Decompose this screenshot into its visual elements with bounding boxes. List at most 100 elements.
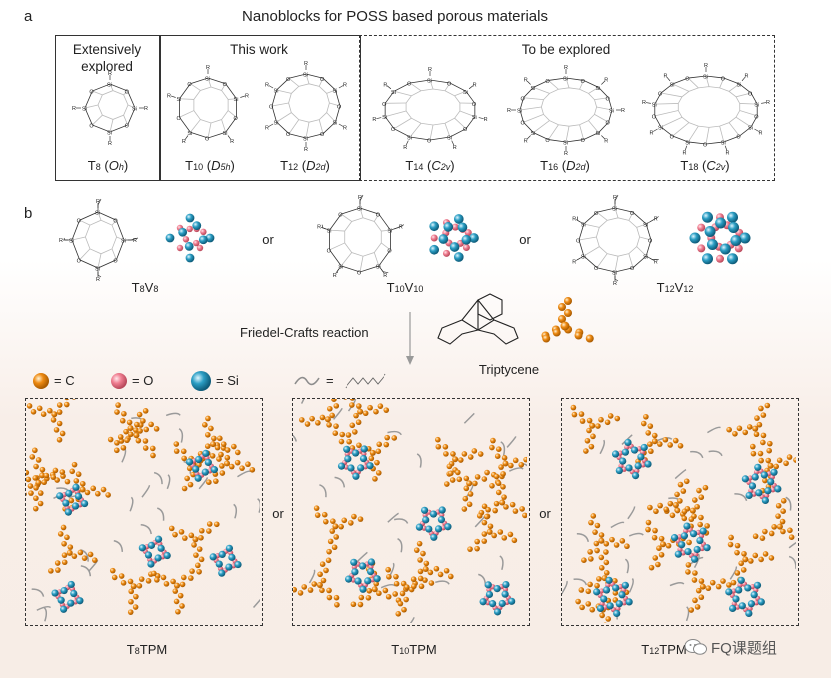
header-this-work: This work	[230, 42, 288, 57]
svg-text:Si: Si	[643, 223, 648, 229]
reaction-arrow	[406, 312, 414, 365]
or-word-3: or	[272, 506, 284, 521]
svg-text:Si: Si	[652, 103, 657, 109]
svg-text:Si: Si	[447, 136, 452, 142]
legend-silicon-label: = Si	[216, 373, 239, 388]
svg-text:O: O	[685, 77, 690, 83]
svg-text:O: O	[576, 239, 581, 245]
svg-text:O: O	[338, 213, 343, 219]
legend-chain-structure	[345, 373, 386, 389]
svg-text:Si: Si	[187, 131, 192, 137]
svg-text:O: O	[327, 248, 332, 254]
svg-text:Si: Si	[205, 77, 210, 83]
product-label-t10tpm: T10TPM	[391, 642, 437, 657]
cage-label-t16: T16 (D2d)	[540, 158, 590, 173]
svg-text:O: O	[545, 138, 550, 144]
triptycene-label: Triptycene	[478, 362, 540, 377]
svg-text:Si: Si	[609, 109, 614, 115]
svg-text:O: O	[521, 121, 526, 127]
svg-text:Si: Si	[332, 121, 337, 127]
svg-text:O: O	[630, 211, 635, 217]
or-word-4: or	[539, 506, 551, 521]
svg-text:O: O	[89, 123, 94, 129]
svg-text:Si: Si	[327, 229, 332, 235]
svg-text:R: R	[245, 93, 249, 99]
svg-text:Si: Si	[391, 90, 396, 96]
header-extensively-explored: Extensively explored	[72, 42, 142, 74]
svg-text:Si: Si	[685, 140, 690, 146]
svg-text:R: R	[96, 277, 100, 283]
svg-text:R: R	[230, 139, 234, 145]
svg-text:Si: Si	[517, 109, 522, 115]
svg-text:O: O	[205, 137, 210, 143]
svg-text:Si: Si	[357, 207, 362, 213]
svg-text:R: R	[682, 150, 686, 156]
box-extensively-explored	[55, 35, 161, 181]
svg-text:R: R	[564, 151, 568, 157]
svg-text:Si: Si	[581, 255, 586, 261]
watermark-text: FQ课题组	[711, 640, 777, 657]
svg-text:Si: Si	[754, 103, 759, 109]
svg-text:R: R	[473, 82, 477, 88]
svg-text:O: O	[357, 271, 362, 277]
svg-text:R: R	[343, 126, 347, 132]
svg-text:R: R	[484, 117, 488, 123]
wechat-icon	[684, 639, 707, 655]
svg-text:Si: Si	[303, 73, 308, 79]
cage-label-t12: T12 (D2d)	[280, 158, 330, 173]
legend-oxygen-ball	[111, 373, 127, 389]
svg-text:O: O	[382, 102, 387, 108]
legend-silicon-ball	[191, 371, 211, 391]
svg-text:Si: Si	[176, 97, 181, 103]
svg-text:O: O	[754, 114, 759, 120]
svg-text:Si: Si	[463, 90, 468, 96]
cage-label-t8: T8 (Oh)	[87, 158, 129, 173]
svg-text:Si: Si	[132, 107, 137, 113]
svg-text:Si: Si	[596, 131, 601, 137]
svg-text:Si: Si	[332, 89, 337, 95]
svg-text:O: O	[125, 90, 130, 96]
svg-text:O: O	[581, 79, 586, 85]
svg-text:R: R	[317, 225, 321, 231]
svg-text:R: R	[428, 67, 432, 73]
svg-text:Si: Si	[95, 267, 100, 273]
atom-legend: = C = O = Si =	[32, 371, 422, 392]
svg-text:R: R	[726, 150, 730, 156]
svg-text:O: O	[721, 77, 726, 83]
svg-text:R: R	[167, 93, 171, 99]
svg-text:R: R	[704, 63, 708, 69]
svg-text:R: R	[766, 100, 770, 106]
svg-text:R: R	[133, 238, 137, 244]
svg-text:O: O	[670, 135, 675, 141]
svg-text:R: R	[304, 61, 308, 67]
svg-text:R: R	[108, 71, 112, 77]
svg-text:R: R	[604, 78, 608, 84]
svg-text:O: O	[337, 105, 342, 111]
svg-text:R: R	[383, 273, 387, 279]
svg-text:O: O	[376, 213, 381, 219]
svg-text:R: R	[613, 195, 617, 201]
svg-text:R: R	[654, 260, 658, 266]
svg-text:Si: Si	[703, 75, 708, 81]
svg-text:Si: Si	[643, 255, 648, 261]
legend-chain-wave	[294, 376, 320, 386]
monomer-label-t12v12: T12V12	[656, 280, 694, 295]
svg-text:O: O	[320, 77, 325, 83]
svg-text:Si: Si	[107, 131, 112, 137]
svg-text:Si: Si	[234, 97, 239, 103]
svg-text:Si: Si	[721, 140, 726, 146]
svg-text:R: R	[664, 74, 668, 80]
svg-text:O: O	[77, 258, 82, 264]
svg-text:O: O	[113, 219, 118, 225]
svg-text:Si: Si	[95, 211, 100, 217]
cage-label-t10: T10 (D5h)	[185, 158, 235, 173]
frame-t12tpm	[561, 398, 799, 626]
cage-label-t18: T18 (C2v)	[680, 158, 730, 173]
svg-text:Si: Si	[612, 271, 617, 277]
svg-text:O: O	[594, 266, 599, 272]
cage-label-t14: T14 (C2v)	[405, 158, 455, 173]
svg-text:O: O	[113, 258, 118, 264]
svg-text:R: R	[144, 106, 148, 112]
triptycene-structure	[437, 293, 519, 345]
